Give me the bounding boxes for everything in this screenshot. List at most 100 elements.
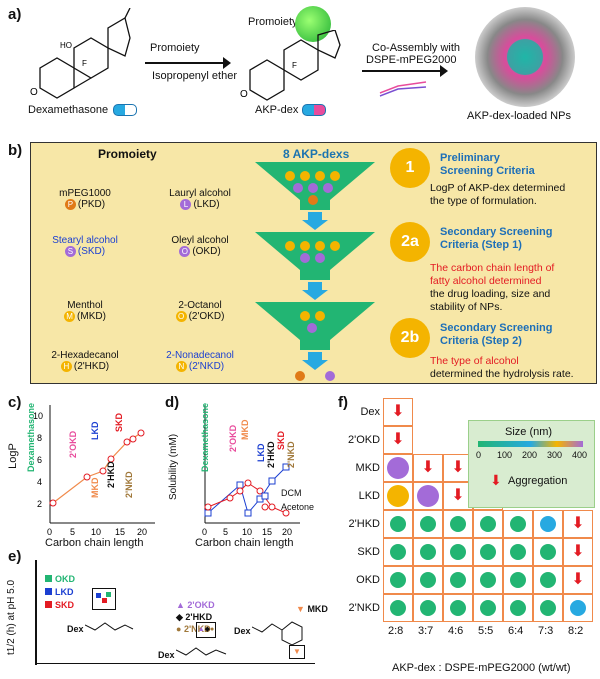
f-cell xyxy=(473,510,503,538)
e-legend-okd: OKD xyxy=(45,574,75,584)
f-size-dot xyxy=(510,600,526,616)
aggregation-arrow-icon: ⬇ xyxy=(571,543,585,560)
f-cell xyxy=(413,482,443,510)
chip-p: P xyxy=(64,199,76,210)
aggregation-arrow-icon: ⬇ xyxy=(391,431,405,448)
e-ylabel: t1/2 (h) at pH 5.0 xyxy=(6,579,17,655)
f-legend-box xyxy=(468,420,595,508)
f-size-dot xyxy=(450,516,466,532)
f-size-dot xyxy=(540,572,556,588)
aggregation-arrow-icon: ⬇ xyxy=(451,487,465,504)
promoiety-sphere-icon xyxy=(295,6,331,42)
f-cell xyxy=(503,538,533,566)
c-xtick-20: 20 xyxy=(137,527,147,537)
f-cell xyxy=(503,566,533,594)
f-size-tick-0: 0 xyxy=(476,450,482,460)
svg-text:HO: HO xyxy=(60,41,72,50)
chip-h: H xyxy=(60,361,72,372)
c-xtick-5: 5 xyxy=(70,527,75,537)
reaction-arrowhead-2 xyxy=(440,65,448,77)
f-row-label: SKD xyxy=(357,546,380,558)
f-cell xyxy=(443,538,473,566)
c-ylabel: LogP xyxy=(6,443,19,469)
f-cell xyxy=(413,566,443,594)
aggregation-arrow-icon: ⬇ xyxy=(571,571,585,588)
f-row-label: 2'HKD xyxy=(348,518,380,530)
c-label-skd: SKD xyxy=(114,412,124,432)
f-size-dot xyxy=(417,485,439,507)
reaction-arrowhead-1 xyxy=(223,57,231,69)
f-size-dot xyxy=(390,572,406,588)
dspe-peg-icon xyxy=(379,81,427,97)
panel-c-label: c) xyxy=(8,394,22,411)
c-ytick-2: 2 xyxy=(37,499,42,509)
d-label-dex: Dexamethasone xyxy=(200,402,210,472)
e-legend-2hkd: ◆ 2'HKD xyxy=(176,612,213,622)
criteria-1-bubble: 1 xyxy=(390,148,430,188)
f-size-dot xyxy=(390,600,406,616)
f-row-label: 2'NKD xyxy=(348,602,380,614)
aggregation-arrow-icon: ⬇ xyxy=(571,515,585,532)
f-cell xyxy=(443,566,473,594)
f-cell xyxy=(563,594,593,622)
f-col-label: 2:8 xyxy=(388,625,404,637)
coassembly-label-1: Co-Assembly with xyxy=(372,42,461,54)
akp-capsule-icon xyxy=(302,104,326,116)
f-cell xyxy=(503,594,533,622)
f-size-tick-100: 100 xyxy=(497,450,513,460)
dex-capsule-icon xyxy=(113,104,137,116)
f-cell xyxy=(533,594,563,622)
f-cell xyxy=(533,566,563,594)
arrow1-ether-label: Isopropenyl ether xyxy=(152,70,237,82)
f-row-label: 2'OKD xyxy=(348,434,381,446)
f-cell xyxy=(383,538,413,566)
f-size-dot xyxy=(480,516,496,532)
d-xtick-5: 5 xyxy=(223,527,228,537)
f-cell: ⬇ xyxy=(563,538,593,566)
f-size-dot xyxy=(450,544,466,560)
f-size-dot xyxy=(540,516,556,532)
e-box-2: ▲◆● xyxy=(196,622,216,638)
c-label-2nkd: 2'NKD xyxy=(124,471,134,498)
nps-label: AKP-dex-loaded NPs xyxy=(467,110,571,122)
e-yaxis xyxy=(35,560,37,665)
d-label-skd: SKD xyxy=(276,430,286,450)
svg-text:O: O xyxy=(240,89,248,100)
f-cell: ⬇ xyxy=(383,426,413,454)
f-size-dot xyxy=(450,572,466,588)
f-cell xyxy=(443,510,473,538)
f-col-label: 6:4 xyxy=(508,625,524,637)
d-xtick-15: 15 xyxy=(262,527,272,537)
f-size-dot xyxy=(510,572,526,588)
d-xtick-10: 10 xyxy=(242,527,252,537)
f-cell xyxy=(383,482,413,510)
c-ytick-4: 4 xyxy=(37,477,42,487)
crit2b-text-1: The type of alcohol xyxy=(430,355,519,367)
f-size-dot xyxy=(480,544,496,560)
c-ytick-8: 8 xyxy=(37,433,42,443)
nanoparticle-icon xyxy=(475,7,575,107)
d-label-2okd: 2'OKD xyxy=(228,424,238,452)
aggregation-arrow-icon: ⬇ xyxy=(391,403,405,420)
f-cell xyxy=(383,510,413,538)
f-cell xyxy=(383,454,413,482)
f-aggregation-label: Aggregation xyxy=(508,475,568,487)
f-cell xyxy=(473,594,503,622)
f-row-label: MKD xyxy=(355,462,380,474)
e-legend-2okd: ▲ 2'OKD xyxy=(176,600,215,610)
f-col-label: 4:6 xyxy=(448,625,464,637)
chip-l: L xyxy=(180,199,192,210)
e-dex-label-3: Dex xyxy=(234,626,251,636)
chip-n: N xyxy=(175,361,187,372)
f-cell: ⬇ xyxy=(413,454,443,482)
e-legend-lkd: LKD xyxy=(45,587,74,597)
e-ether-structure-1 xyxy=(85,622,134,631)
f-size-dot xyxy=(387,457,409,479)
crit1-text-2: the type of formulation. xyxy=(430,195,537,207)
crit2a-text-4: stability of NPs. xyxy=(430,301,503,313)
f-size-dot xyxy=(570,600,586,616)
f-col-label: 3:7 xyxy=(418,625,434,637)
